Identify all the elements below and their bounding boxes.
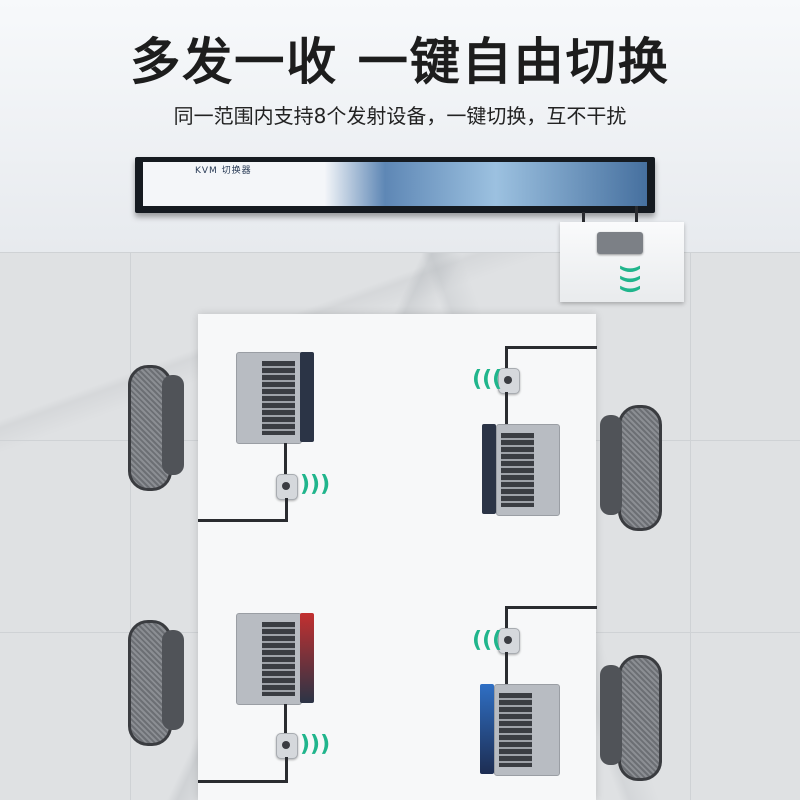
cable — [505, 652, 508, 684]
subheadline: 同一范围内支持8个发射设备，一键切换，互不干扰 — [173, 104, 627, 128]
transmitter-dongle-icon — [498, 628, 520, 654]
cable — [505, 606, 508, 628]
floor-tile-line — [130, 252, 131, 800]
cable — [198, 519, 288, 522]
transmitter-dongle-icon — [276, 474, 298, 500]
wifi-signal-icon: ))) — [300, 472, 331, 497]
transmitter-dongle-icon — [276, 733, 298, 759]
office-chair — [128, 620, 184, 746]
floor-tile-line — [690, 252, 691, 800]
cable — [505, 346, 508, 368]
cable — [284, 704, 287, 734]
cable — [284, 443, 287, 475]
cable — [505, 346, 597, 349]
cable — [635, 206, 638, 236]
office-chair — [600, 655, 662, 781]
office-chair — [600, 405, 662, 531]
monitor-screen-text: KVM 切换器 — [195, 166, 252, 176]
cable — [505, 392, 508, 424]
wifi-signal-icon: ))) — [300, 732, 331, 757]
wifi-signal-icon: ))) — [472, 628, 503, 653]
cable — [505, 606, 597, 609]
transmitter-dongle-icon — [498, 368, 520, 394]
receiver-device-icon — [597, 232, 643, 254]
headline: 多发一收 一键自由切换 — [130, 33, 670, 91]
office-chair — [128, 365, 184, 491]
cable — [285, 498, 288, 522]
floor-tile-line — [0, 252, 800, 253]
cable — [198, 780, 288, 783]
wifi-signal-icon: ))) — [472, 367, 503, 392]
wall-monitor: KVM 切换器 — [135, 157, 655, 213]
wifi-signal-icon: ))) — [617, 263, 643, 295]
cable — [285, 757, 288, 783]
monitor-screen: KVM 切换器 — [143, 162, 647, 206]
